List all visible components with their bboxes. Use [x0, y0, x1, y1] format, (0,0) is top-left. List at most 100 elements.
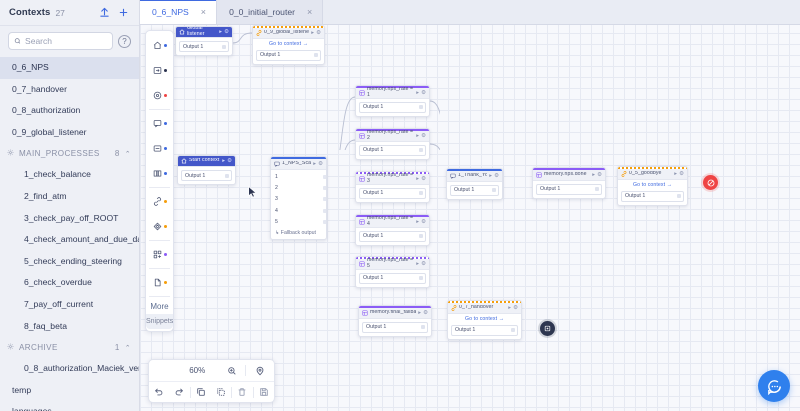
node-run-icon[interactable]: ▸	[311, 29, 315, 36]
node-start-context[interactable]: Start context ▸ ⚙ Output 1	[177, 155, 236, 185]
node-settings-icon[interactable]: ⚙	[597, 171, 602, 178]
toolbar-book-icon[interactable]	[146, 161, 173, 186]
output-port[interactable]	[419, 191, 423, 195]
node-run-icon[interactable]: ▸	[416, 132, 420, 139]
sidebar-item-5_check_ending_steering[interactable]: 5_check_ending_steering	[24, 255, 122, 266]
toolbar-message-icon[interactable]	[146, 111, 173, 136]
help-icon[interactable]: ?	[118, 34, 131, 48]
node-run-icon[interactable]: ▸	[416, 218, 420, 225]
node-run-icon[interactable]: ▸	[592, 171, 596, 178]
node-memory-nps-rate-3[interactable]: memory.nps_rate = 3▸⚙Output 1	[355, 171, 430, 203]
node-output[interactable]: Output 1	[359, 144, 426, 156]
node-settings-icon[interactable]: ⚙	[316, 29, 321, 36]
trash-icon[interactable]	[232, 382, 252, 402]
stop-endpoint[interactable]	[703, 175, 718, 190]
toolbar-target-icon[interactable]	[146, 83, 173, 108]
node-memory-nps-rate-4[interactable]: memory.nps_rate = 4▸⚙Output 1	[355, 214, 430, 246]
sidebar-item-0_9_global_listener[interactable]: 0_9_global_listener	[12, 126, 87, 137]
node-output[interactable]: Output 1	[359, 230, 426, 242]
node-run-icon[interactable]: ▸	[416, 175, 420, 182]
fallback-output[interactable]: ↳ Fallback output	[271, 228, 326, 239]
node-run-icon[interactable]: ▸	[418, 309, 422, 316]
output-port[interactable]	[314, 53, 318, 57]
option-port[interactable]	[323, 208, 326, 213]
sidebar-item-0_8_authorization[interactable]: 0_8_authorization	[12, 105, 81, 116]
close-icon[interactable]: ×	[307, 6, 313, 17]
undo-icon[interactable]	[149, 382, 169, 402]
node-settings-icon[interactable]: ⚙	[679, 170, 684, 177]
node-settings-icon[interactable]: ⚙	[421, 132, 426, 139]
sidebar-item-languages[interactable]: languages	[0, 401, 139, 411]
flow-canvas[interactable]: 0_6_NPS×0_0_initial_router× More Snippet…	[140, 0, 800, 411]
chat-bubble-button[interactable]	[758, 370, 790, 402]
output-port[interactable]	[419, 276, 423, 280]
toolbar-link-icon[interactable]	[146, 189, 173, 214]
output-port[interactable]	[421, 325, 425, 329]
node-output[interactable]: Output 1	[451, 324, 518, 336]
toolbar-more-button[interactable]: More	[150, 302, 169, 311]
nps-option-5[interactable]: 5	[275, 216, 326, 227]
nps-option-2[interactable]: 2	[275, 183, 326, 194]
go-to-context-link[interactable]: Go to context →	[633, 181, 672, 188]
close-icon[interactable]: ×	[200, 6, 207, 17]
node-run-icon[interactable]: ▸	[219, 29, 223, 35]
node-output[interactable]: Output 1	[362, 321, 428, 333]
save-icon[interactable]	[254, 382, 274, 402]
tab-0_0_initial_router[interactable]: 0_0_initial_router×	[217, 0, 324, 24]
node-output[interactable]: Output 1	[359, 272, 426, 284]
node-settings-icon[interactable]: ⚙	[421, 218, 426, 225]
sidebar-item-4_check_amount_and_due_date[interactable]: 4_check_amount_and_due_date	[24, 234, 139, 245]
node-settings-icon[interactable]: ⚙	[421, 260, 426, 267]
upload-icon[interactable]	[97, 6, 111, 20]
sidebar-item-3_check_pay_off_root[interactable]: 3_check_pay_off_ROOT	[24, 212, 119, 223]
node-0-5-goodbye[interactable]: 0_5_goodbye ▸ ⚙ Go to context → Output 1	[617, 166, 688, 206]
option-port[interactable]	[323, 219, 326, 224]
sidebar-item-6_check_overdue[interactable]: 6_check_overdue	[24, 277, 92, 288]
node-output[interactable]: Output 1	[536, 183, 602, 195]
node-memory-nps-rate-5[interactable]: memory.nps_rate = 5▸⚙Output 1	[355, 256, 430, 288]
node-output[interactable]: Output 1	[179, 41, 229, 52]
output-port[interactable]	[492, 188, 496, 192]
zoom-out-icon[interactable]	[149, 360, 177, 381]
node-memory-nps-rate-1[interactable]: memory.nps_rate = 1▸⚙Output 1	[355, 85, 430, 117]
tab-0_6_nps[interactable]: 0_6_NPS×	[140, 0, 218, 24]
node-output[interactable]: Output 1	[621, 190, 684, 202]
node-run-icon[interactable]: ▸	[508, 304, 512, 311]
node-settings-icon[interactable]: ⚙	[224, 29, 229, 35]
node-run-icon[interactable]: ▸	[416, 89, 420, 96]
toolbar-diamond-icon[interactable]	[146, 214, 173, 239]
output-port[interactable]	[419, 234, 423, 238]
node-settings-icon[interactable]: ⚙	[423, 309, 428, 316]
node-settings-icon[interactable]: ⚙	[421, 89, 426, 96]
option-port[interactable]	[323, 197, 326, 202]
search-box[interactable]	[8, 32, 113, 50]
toolbar-grid-icon[interactable]	[146, 242, 173, 267]
sidebar-item-7_pay_off_current[interactable]: 7_pay_off_current	[24, 298, 94, 309]
sidebar-item-0_7_handover[interactable]: 0_7_handover	[12, 83, 67, 94]
toolbar-home-icon[interactable]	[146, 33, 173, 58]
node-memory-nps-done[interactable]: memory.nps.done ▸ ⚙ Output 1	[532, 167, 606, 199]
node-run-icon[interactable]: ▸	[674, 170, 678, 177]
option-port[interactable]	[323, 186, 326, 191]
go-to-context-link[interactable]: Go to context →	[269, 40, 308, 47]
node-run-icon[interactable]: ▸	[416, 260, 420, 267]
node-output[interactable]: Output 1	[359, 101, 426, 113]
sidebar-item-0_6_nps[interactable]: 0_6_NPS	[0, 57, 139, 79]
add-context-icon[interactable]	[116, 6, 130, 20]
output-port[interactable]	[595, 187, 599, 191]
locate-pin-icon[interactable]	[246, 360, 274, 381]
output-port[interactable]	[419, 148, 423, 152]
node-run-icon[interactable]: ▸	[313, 160, 317, 167]
node-memory-nps-rate-2[interactable]: memory.nps_rate = 2▸⚙Output 1	[355, 128, 430, 160]
sidebar-item-2_find_atm[interactable]: 2_find_atm	[24, 190, 67, 201]
output-port[interactable]	[222, 44, 226, 49]
node-output[interactable]: Output 1	[256, 49, 321, 61]
sidebar-item-0_8_authorization_maciek_version[interactable]: 0_8_authorization_Maciek_version	[24, 363, 139, 374]
node-global-listener[interactable]: Global listener ▸ ⚙ Output 1	[175, 26, 233, 56]
copy-icon[interactable]	[191, 382, 211, 402]
toolbar-enter-box-icon[interactable]	[146, 58, 173, 83]
node-settings-icon[interactable]: ⚙	[513, 304, 518, 311]
handoff-endpoint[interactable]	[540, 321, 555, 336]
output-port[interactable]	[225, 173, 229, 178]
